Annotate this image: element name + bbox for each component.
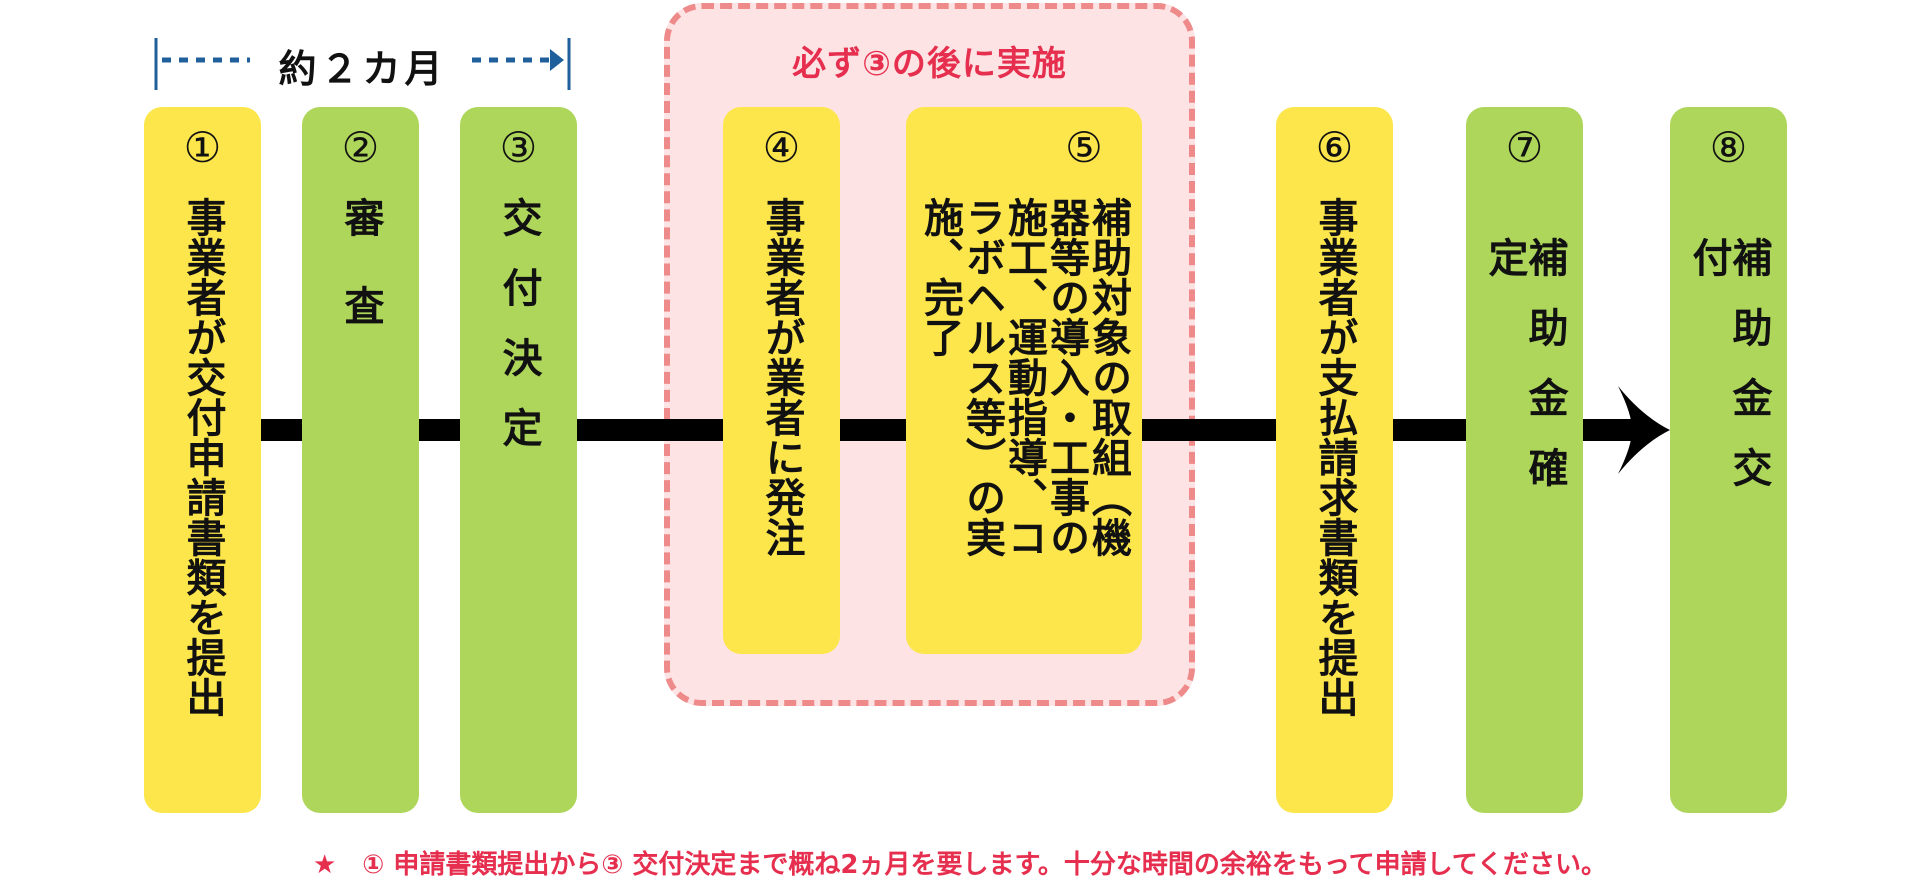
step-3-box: ③ 交付決定	[460, 107, 577, 813]
flow-arrowhead	[1618, 386, 1670, 474]
step-6-number: ⑥	[1315, 123, 1354, 172]
step-7-text: 補助金確定	[1481, 237, 1568, 517]
period-bracket	[154, 38, 571, 90]
step-6-box: ⑥ 事業者が支払請求書類を提出	[1276, 107, 1393, 813]
step-8-number: ⑧	[1709, 123, 1748, 172]
step-4-number: ④	[762, 123, 801, 172]
step-7-box: ⑦ 補助金確定	[1466, 107, 1583, 813]
step-1-box: ① 事業者が交付申請書類を提出	[144, 107, 261, 813]
step-5-text: 補助対象の取組（機器等の導入・工事の施工、運動指導、コラボヘルス等）の実施、完了	[917, 197, 1131, 557]
step-1-text: 事業者が交付申請書類を提出	[179, 197, 226, 717]
step-8-text: 補助金交付	[1685, 237, 1772, 517]
period-indicator: 約２カ月	[150, 30, 575, 92]
step-3-text: 交付決定	[495, 197, 542, 477]
step-2-box: ② 審査	[302, 107, 419, 813]
step-5-number: ⑤	[1065, 123, 1103, 172]
zone-label: 必ず③の後に実施	[792, 44, 1067, 84]
step-6-text: 事業者が支払請求書類を提出	[1311, 197, 1358, 717]
step-2-number: ②	[341, 123, 380, 172]
period-label: 約２カ月	[278, 47, 447, 91]
step-7-number: ⑦	[1505, 123, 1544, 172]
step-4-text: 事業者が業者に発注	[758, 197, 805, 557]
step-2-text: 審査	[337, 197, 384, 373]
step-3-number: ③	[499, 123, 538, 172]
footnote: ★ ① 申請書類提出から③ 交付決定まで概ね2ヵ月を要します。十分な時間の余裕を…	[312, 850, 1608, 878]
step-5-box: ⑤ 補助対象の取組（機器等の導入・工事の施工、運動指導、コラボヘルス等）の実施、…	[906, 107, 1142, 654]
step-8-box: ⑧ 補助金交付	[1670, 107, 1787, 813]
step-1-number: ①	[183, 123, 222, 172]
step-4-box: ④ 事業者が業者に発注	[723, 107, 840, 654]
